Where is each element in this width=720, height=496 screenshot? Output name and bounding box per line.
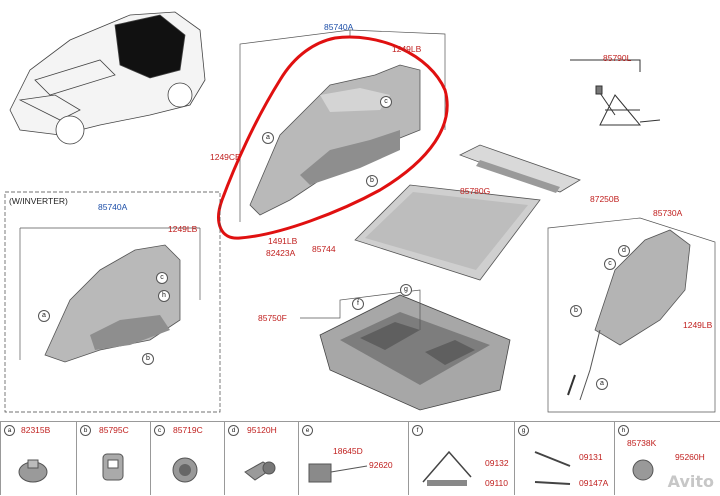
label-82423A: 82423A (266, 248, 296, 258)
legend-code: 09110 (485, 478, 509, 488)
highlight-outline (217, 35, 449, 240)
right-bracket (547, 217, 716, 413)
ref-a-right: a (596, 378, 608, 390)
ref-c-right: c (604, 258, 616, 270)
inverter-inset-box (4, 191, 221, 413)
main-trim-panel (249, 64, 421, 216)
legend-code: 95260H (675, 452, 705, 462)
ref-g-tray: g (400, 284, 412, 296)
car-sketch (9, 11, 206, 145)
label-85750F: 85750F (258, 313, 287, 323)
legend-code: 82315B (21, 425, 51, 435)
legend-cell-e: e 18645D 92620 (298, 421, 408, 495)
legend-cell-g: g 09131 09147A (514, 421, 614, 495)
inset-trim-panel (44, 244, 181, 363)
parts-legend: a 82315B b 85795C c 85719C d 95120H e 18… (0, 421, 720, 495)
ref-c-main: c (380, 96, 392, 108)
label-85740A: 85740A (324, 22, 354, 32)
inset-title: (W/INVERTER) (9, 196, 68, 206)
legend-code: 18645D (333, 446, 363, 456)
legend-cell-h: h 85738K 95260H (614, 421, 720, 495)
legend-ref: a (4, 425, 15, 436)
legend-cell-d: d 95120H (224, 421, 298, 495)
ref-f-tray: f (352, 298, 364, 310)
ref-b-right: b (570, 305, 582, 317)
legend-cell-b: b 85795C (76, 421, 150, 495)
ref-c-inset: c (156, 272, 168, 284)
legend-code: 95120H (247, 425, 277, 435)
legend-code: 09132 (485, 458, 509, 468)
cargo-mat (354, 184, 541, 281)
legend-ref: b (80, 425, 91, 436)
ref-b-inset: b (142, 353, 154, 365)
legend-ref: h (618, 425, 629, 436)
sill-plate (458, 144, 581, 193)
legend-code: 92620 (369, 460, 393, 470)
label-87250B: 87250B (590, 194, 620, 204)
legend-code: 85738K (627, 438, 657, 448)
legend-code: 85719C (173, 425, 203, 435)
parts-diagram (4, 11, 716, 413)
ref-a-main: a (262, 132, 274, 144)
legend-ref: c (154, 425, 165, 436)
legend-ref: e (302, 425, 313, 436)
label-1249LB-right: 1249LB (683, 320, 713, 330)
legend-ref: d (228, 425, 239, 436)
right-trim-panel (567, 229, 691, 401)
watermark-logo: Avito (667, 472, 714, 491)
ref-d-right: d (618, 245, 630, 257)
legend-code: 09147A (579, 478, 609, 488)
legend-code: 09131 (579, 452, 603, 462)
ref-a-inset: a (38, 310, 50, 322)
label-1249LB-upper: 1249LB (392, 44, 422, 54)
main-callout-lines (239, 29, 446, 222)
label-inset-85740A: 85740A (98, 202, 128, 212)
label-85730A: 85730A (653, 208, 683, 218)
ref-b-main: b (366, 175, 378, 187)
legend-cell-f: f 09132 09110 (408, 421, 514, 495)
label-85744: 85744 (312, 244, 336, 254)
label-1249CE: 1249CE (210, 152, 241, 162)
tool-kit (570, 59, 661, 126)
ref-h-inset: h (158, 290, 170, 302)
legend-ref: f (412, 425, 423, 436)
legend-ref: g (518, 425, 529, 436)
legend-code: 85795C (99, 425, 129, 435)
label-85790L: 85790L (603, 53, 632, 63)
legend-cell-a: a 82315B (0, 421, 76, 495)
spare-tray (319, 294, 511, 411)
legend-cell-c: c 85719C (150, 421, 224, 495)
label-inset-1249LB: 1249LB (168, 224, 198, 234)
label-1491LB: 1491LB (268, 236, 298, 246)
label-85780G: 85780G (460, 186, 491, 196)
